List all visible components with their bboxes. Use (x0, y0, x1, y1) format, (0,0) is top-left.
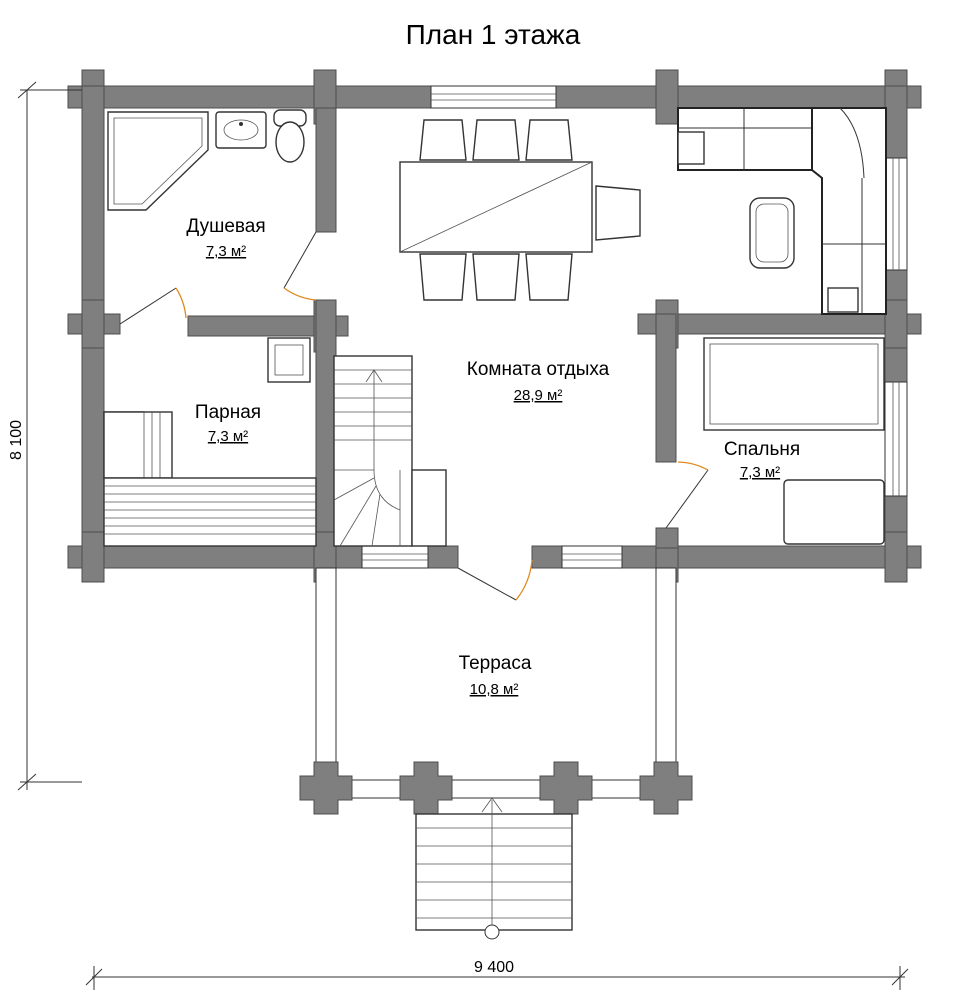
room-living-area: 28,9 м² (514, 387, 563, 404)
dimension-lines (17, 81, 909, 990)
walls (67, 69, 922, 583)
windows (361, 85, 908, 569)
corner-sofa (677, 107, 887, 315)
terrace (299, 567, 693, 940)
dimension-height: 8 100 (8, 420, 25, 460)
room-bedroom-area: 7,3 м² (740, 464, 780, 481)
room-sauna-area: 7,3 м² (208, 428, 248, 445)
room-shower-area: 7,3 м² (206, 243, 246, 260)
dining-set (399, 119, 641, 301)
plan-title: План 1 этажа (406, 19, 581, 50)
room-bedroom-name: Спальня (724, 439, 800, 460)
doors (119, 231, 709, 601)
room-sauna-name: Парная (195, 402, 261, 423)
room-terrace-area: 10,8 м² (470, 681, 519, 698)
room-shower-name: Душевая (186, 216, 265, 237)
interior-stairs (333, 355, 447, 547)
bedroom-furniture (703, 337, 885, 545)
sauna-fixtures (103, 337, 317, 547)
room-living-name: Комната отдыха (467, 359, 610, 380)
shower-fixtures (107, 109, 307, 211)
dimension-width: 9 400 (474, 959, 514, 976)
room-terrace-name: Терраса (459, 653, 532, 674)
